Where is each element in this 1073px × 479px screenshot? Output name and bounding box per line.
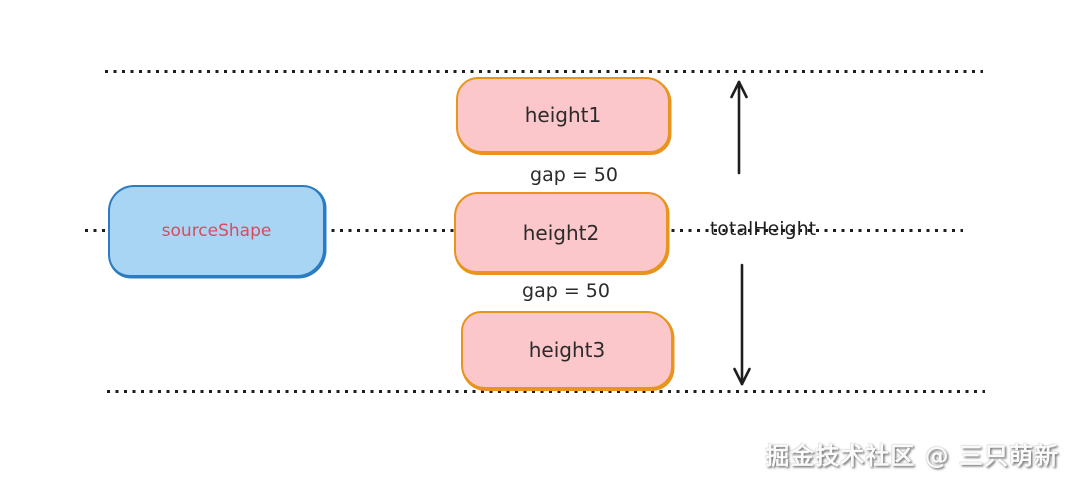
height1-node: height1 [456,77,670,153]
height2-node: height2 [454,192,668,273]
height3-label: height3 [528,338,606,362]
total-height-label: totalHeight [709,218,817,240]
source-shape-node: sourceShape [108,185,325,277]
gap-label-top: gap = 50 [530,164,618,186]
height1-label: height1 [524,103,602,127]
gap-label-bottom: gap = 50 [522,280,610,302]
bottom-dotted-line [107,390,985,393]
up-arrow-icon [730,80,748,175]
top-dotted-line [105,70,983,73]
watermark: 掘金技术社区 @ 三只萌新 [765,442,1059,470]
down-arrow-icon [733,263,751,386]
height3-node: height3 [461,311,673,389]
source-shape-label: sourceShape [161,221,272,241]
height2-label: height2 [522,220,600,245]
